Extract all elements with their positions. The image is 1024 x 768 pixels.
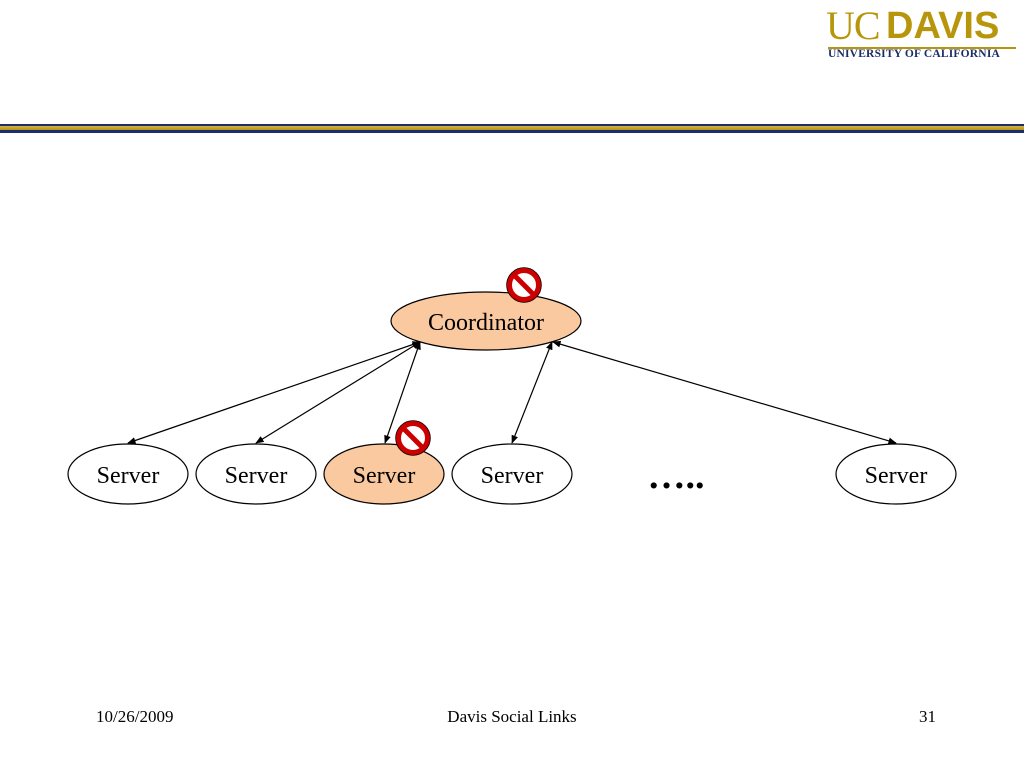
connector-arrows	[127, 340, 897, 445]
server-label: Server	[97, 463, 160, 489]
footer-page-number: 31	[919, 707, 936, 726]
server-label: Server	[353, 463, 416, 489]
server-ellipsis: …..	[648, 455, 705, 497]
footer-date: 10/26/2009	[96, 707, 174, 726]
server-ellipse	[323, 443, 445, 505]
blocked-sign-icon	[506, 267, 542, 303]
logo-rule	[828, 47, 1016, 49]
arrow-server-1	[127, 341, 421, 444]
ucdavis-logo: UC DAVIS UNIVERSITY OF CALIFORNIA	[826, 4, 1016, 60]
footer-title: Davis Social Links	[447, 707, 577, 726]
server-node-3: Server	[323, 443, 445, 505]
server-ellipse	[195, 443, 317, 505]
server-node-1: Server	[67, 443, 189, 505]
logo-subtitle: UNIVERSITY OF CALIFORNIA	[828, 48, 1000, 60]
header-divider-bar	[0, 124, 1024, 133]
server-ellipse	[451, 443, 573, 505]
server-label: Server	[225, 463, 288, 489]
server-label: Server	[865, 463, 928, 489]
server-node-5: Server	[835, 443, 957, 505]
server-ellipse	[835, 443, 957, 505]
arrow-server-2	[255, 341, 421, 444]
blocked-sign-icon	[395, 420, 431, 456]
server-label: Server	[481, 463, 544, 489]
arrow-server-5	[552, 340, 897, 445]
server-ellipse	[67, 443, 189, 505]
coordinator-node: Coordinator	[390, 291, 582, 351]
server-node-2: Server	[195, 443, 317, 505]
coordinator-ellipse	[390, 291, 582, 351]
coordinator-label: Coordinator	[428, 310, 544, 336]
logo-uc-text: UC	[826, 3, 881, 48]
logo-davis-text: DAVIS	[886, 5, 1000, 47]
arrow-server-4	[511, 341, 553, 444]
arrow-server-3	[384, 341, 421, 444]
server-node-4: Server	[451, 443, 573, 505]
